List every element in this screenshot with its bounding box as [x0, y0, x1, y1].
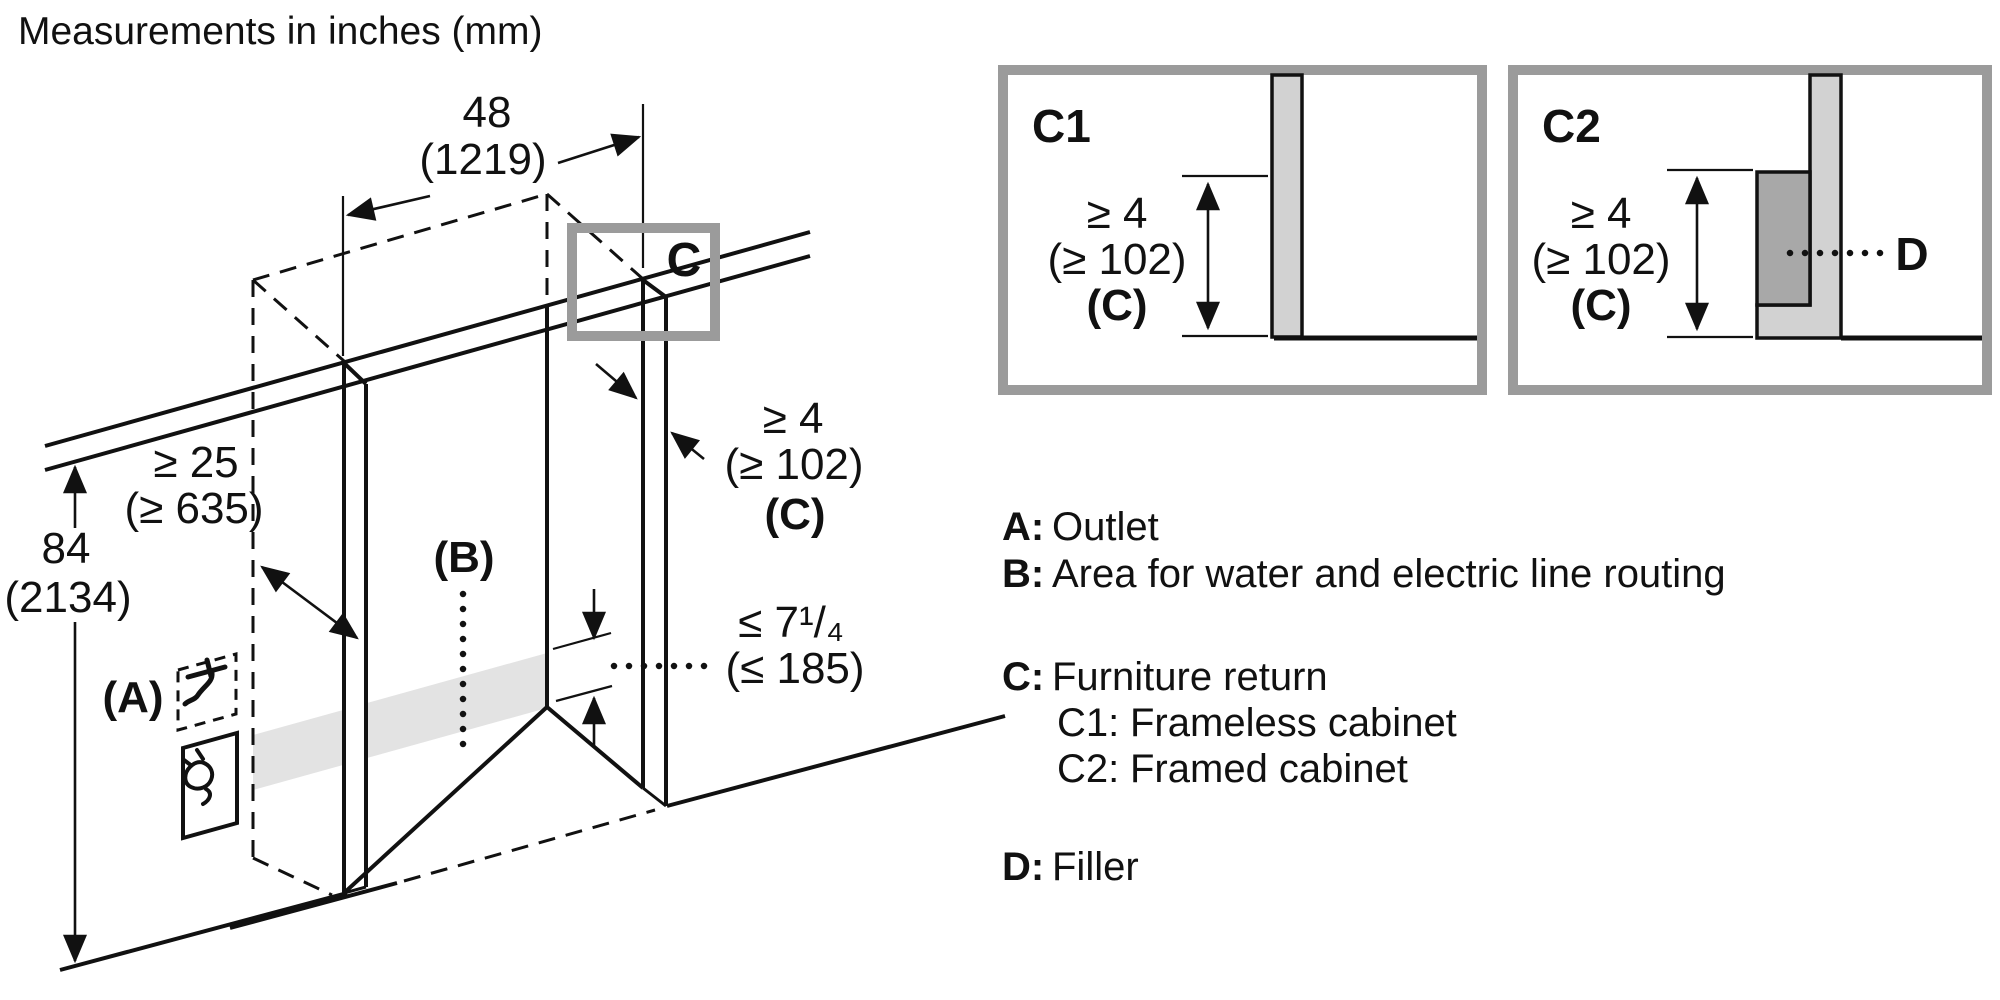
faucet-icon	[176, 652, 238, 732]
c2-frame	[1508, 65, 1992, 395]
routing-inches: ≤ 7¹/₄	[738, 598, 844, 647]
niche-drawing: 48 (1219) 84 (2134) ≥ 25 (≥ 635) ≥ 4 (≥ …	[4, 88, 1006, 972]
b-label-text: (B)	[433, 533, 494, 582]
legend-key-d: D:	[1002, 845, 1044, 889]
wall-top-edge-outer	[44, 230, 811, 448]
dimension-depth-25: ≥ 25 (≥ 635)	[124, 438, 359, 640]
c-highlight-box	[567, 223, 720, 341]
detail-box-c1: C1 ≥ 4 (≥ 102) (C)	[998, 65, 1487, 395]
wall-top-edge-inner	[44, 254, 811, 472]
power-plug-icon	[181, 730, 239, 841]
detail-box-c2: C2 ≥ 4 (≥ 102) (C) D	[1508, 65, 1992, 395]
c-label-text: C	[667, 234, 702, 287]
dimension-height-84: 84 (2134)	[4, 464, 132, 964]
legend-key-a: A:	[1002, 505, 1044, 549]
area-b-band	[253, 653, 547, 790]
floor-line-right	[666, 714, 1006, 808]
legend-key-b: B:	[1002, 552, 1044, 596]
c2-filler-label: D	[1895, 228, 1928, 280]
height-inches: 84	[42, 524, 91, 573]
c-highlight: C	[567, 223, 720, 341]
height-mm: (2134)	[4, 573, 131, 622]
legend-text-c1: Frameless cabinet	[1130, 701, 1457, 745]
c1-dim-mm: (≥ 102)	[1047, 235, 1186, 284]
width-mm: (1219)	[419, 135, 546, 184]
legend-key-c1: C1:	[1057, 701, 1119, 745]
c1-box-label: C1	[1032, 100, 1091, 152]
c2-dim-inches: ≥ 4	[1571, 189, 1632, 238]
dimension-routing-band: ≤ 7¹/₄ (≤ 185)	[552, 589, 865, 747]
label-a-group: (A)	[102, 652, 239, 841]
legend-text-c2: Framed cabinet	[1130, 747, 1408, 791]
legend-text-c: Furniture return	[1052, 655, 1328, 699]
front-bottom-edge	[229, 881, 398, 930]
width-inches: 48	[463, 88, 512, 137]
clearance-envelope-dashed	[251, 192, 656, 897]
depth-inches: ≥ 25	[153, 438, 238, 487]
legend-key-c2: C2:	[1057, 747, 1119, 791]
return-ref: (C)	[764, 490, 825, 539]
c2-filler	[1755, 170, 1812, 307]
right-panel	[641, 278, 668, 808]
c1-dim-ref: (C)	[1086, 281, 1147, 330]
left-panel	[342, 361, 368, 895]
legend-key-c: C:	[1002, 655, 1044, 699]
return-mm: (≥ 102)	[724, 440, 863, 489]
c1-cabinet-panel	[1270, 73, 1304, 339]
legend-text-a: Outlet	[1052, 505, 1159, 549]
c1-dim-inches: ≥ 4	[1087, 189, 1148, 238]
c2-dim-mm: (≥ 102)	[1531, 235, 1670, 284]
c2-dim-ref: (C)	[1570, 281, 1631, 330]
page-title: Measurements in inches (mm)	[18, 10, 542, 53]
legend-text-d: Filler	[1052, 845, 1139, 889]
niche-interior-edges	[342, 306, 645, 895]
routing-mm: (≤ 185)	[725, 644, 864, 693]
legend: A: Outlet B: Area for water and electric…	[1002, 505, 1726, 889]
dimension-width-48: 48 (1219)	[341, 88, 645, 356]
a-label-text: (A)	[102, 673, 163, 722]
c2-box-label: C2	[1542, 100, 1601, 152]
legend-text-b: Area for water and electric line routing	[1052, 552, 1726, 596]
dimension-return-4: ≥ 4 (≥ 102) (C)	[595, 363, 864, 539]
depth-mm: (≥ 635)	[124, 484, 263, 533]
return-inches: ≥ 4	[763, 394, 824, 443]
c1-frame	[998, 65, 1487, 395]
floor-line-left	[59, 891, 348, 972]
label-b: (B)	[433, 533, 495, 760]
